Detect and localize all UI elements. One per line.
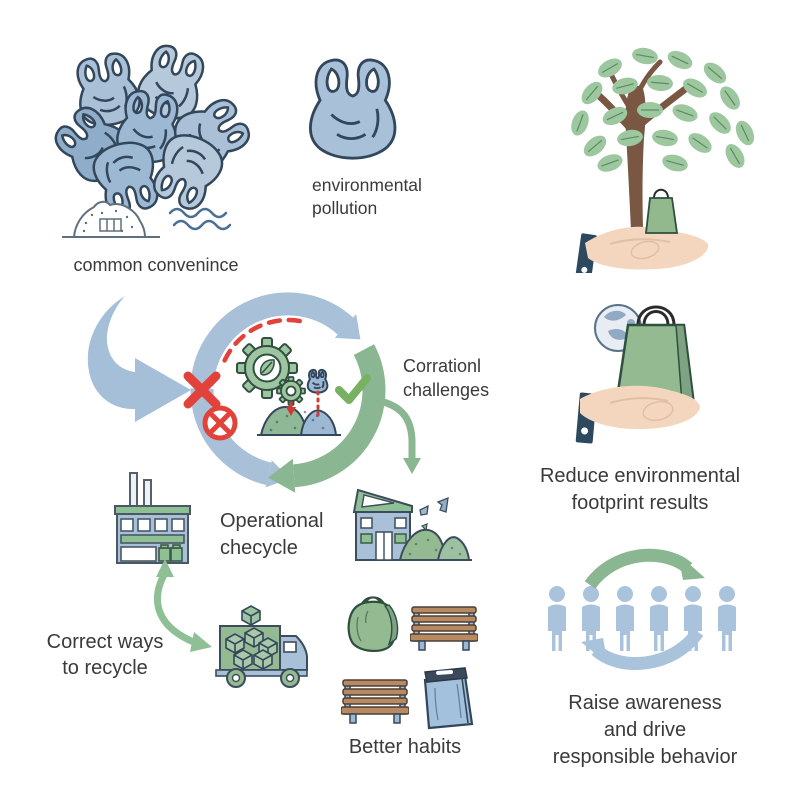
caption-line: checycle [220,537,298,559]
double-curve-arrow-icon [154,559,212,652]
down-arrow-icon [364,394,421,474]
caption-line: responsible behavior [552,746,738,768]
caption-line: Corrationl [403,356,482,376]
caption-common-convenience: common convenince [73,255,239,275]
cycle-arrows [581,548,705,671]
bench-icon [341,679,409,724]
caption-correct-ways: Correct ways to recycle [33,629,177,681]
crossed-circle-icon [202,405,238,441]
red-dashed-path [222,317,303,363]
caption-better-habits: Better habits [348,736,462,758]
open-hand [580,385,700,430]
caption-line: challenges [403,380,490,400]
water-waves-icon [168,207,232,231]
factory-icon [114,472,191,564]
caption-line: Correct ways [46,631,164,653]
trash-mound-icon [62,200,160,238]
mini-plastic-bag-icon [306,368,329,394]
caption-line: Reduce environmental [539,465,741,487]
caption-operational-cycle: Operational checycle [220,508,323,562]
caption-line: to recycle [62,657,148,679]
caption-line: footprint results [571,492,709,514]
caption-line: and drive [603,719,687,741]
caption-raise-awareness: Raise awareness and drive responsible be… [541,690,749,771]
waste-mound-icon [396,528,472,561]
truck-icon [215,605,308,688]
green-bag-small [644,188,679,234]
green-shopping-bag [614,305,696,407]
plastic-bag-icon [309,58,397,160]
plastic-bag-pile-icon [52,39,257,238]
red-drop-arrows [286,390,320,418]
tree-in-hand-icon [567,45,759,273]
caption-line: pollution [312,198,378,218]
flying-debris [419,496,449,532]
building-waste-icon [352,488,472,561]
checkmark-icon [335,374,371,404]
gears-icon [236,337,298,399]
blue-tote-icon [423,667,474,730]
caption-corration-challenges: Corrationl challenges [403,354,489,402]
bench-icon [410,606,478,651]
tree-leaves [567,45,759,176]
caption-line: Operational [220,510,324,532]
cycle-ring-icon [87,292,421,493]
globe-bag-hand-icon [575,304,700,444]
waste-mound-icon [257,405,341,436]
caption-environmental-pollution: environmental pollution [312,174,422,220]
people-row [548,586,736,651]
caption-reduce-footprint: Reduce environmental footprint results [538,463,742,517]
people-cycle-icon [548,548,736,671]
swoosh-arrow-icon [87,296,191,422]
green-tote-icon [347,596,399,652]
caption-line: Raise awareness [568,692,722,714]
caption-line: environmental [312,175,422,195]
red-x-icon [183,371,221,409]
